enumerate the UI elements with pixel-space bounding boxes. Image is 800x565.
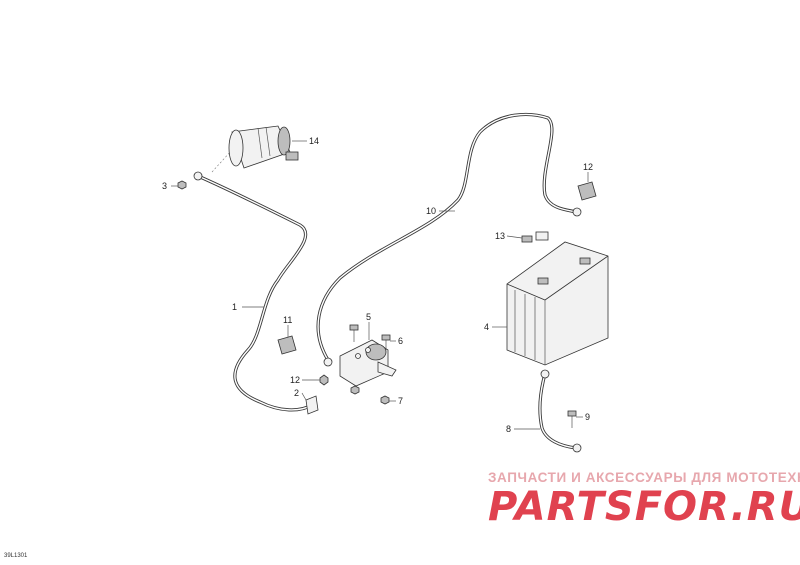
bolt-13	[521, 231, 549, 243]
callout-9: 9	[585, 412, 590, 422]
leader-lines	[171, 140, 589, 430]
boot-11	[277, 335, 297, 355]
callout-10: 10	[426, 206, 436, 216]
callouts: 1 2 3 4 5 6 7 8 9 10 11 12 12 13 14	[162, 136, 593, 434]
cable-8	[538, 369, 582, 453]
callout-8: 8	[506, 424, 511, 434]
solenoid	[339, 339, 397, 387]
watermark-tagline: ЗАПЧАСТИ И АКСЕССУАРЫ ДЛЯ МОТОТЕХНИКИ	[488, 470, 800, 485]
boot-12-upper	[577, 181, 597, 201]
callout-12-lower: 12	[290, 375, 300, 385]
nut-7	[380, 395, 390, 405]
battery	[506, 241, 609, 366]
bolt-5	[349, 324, 359, 342]
nut-3	[177, 180, 187, 190]
figure-code: 39L1301	[4, 553, 28, 559]
callout-11: 11	[283, 315, 292, 325]
callout-2: 2	[294, 388, 299, 398]
callout-5: 5	[366, 312, 371, 322]
bolt-2	[305, 395, 319, 415]
callout-3: 3	[162, 181, 167, 191]
callout-4: 4	[484, 322, 489, 332]
nut-lower-solenoid	[350, 385, 360, 395]
cable-10	[316, 112, 582, 367]
nut-12-lower	[319, 374, 329, 386]
starter-motor	[211, 125, 299, 173]
hardware	[177, 180, 597, 428]
callout-1: 1	[232, 302, 237, 312]
bolt-6	[381, 334, 391, 350]
callout-12-upper: 12	[583, 162, 593, 172]
bolt-9	[567, 410, 577, 428]
callout-7: 7	[398, 396, 403, 406]
callout-6: 6	[398, 336, 403, 346]
callout-14: 14	[309, 136, 319, 146]
callout-13: 13	[495, 231, 505, 241]
watermark-logo: PARTSFOR.RU	[488, 484, 800, 530]
